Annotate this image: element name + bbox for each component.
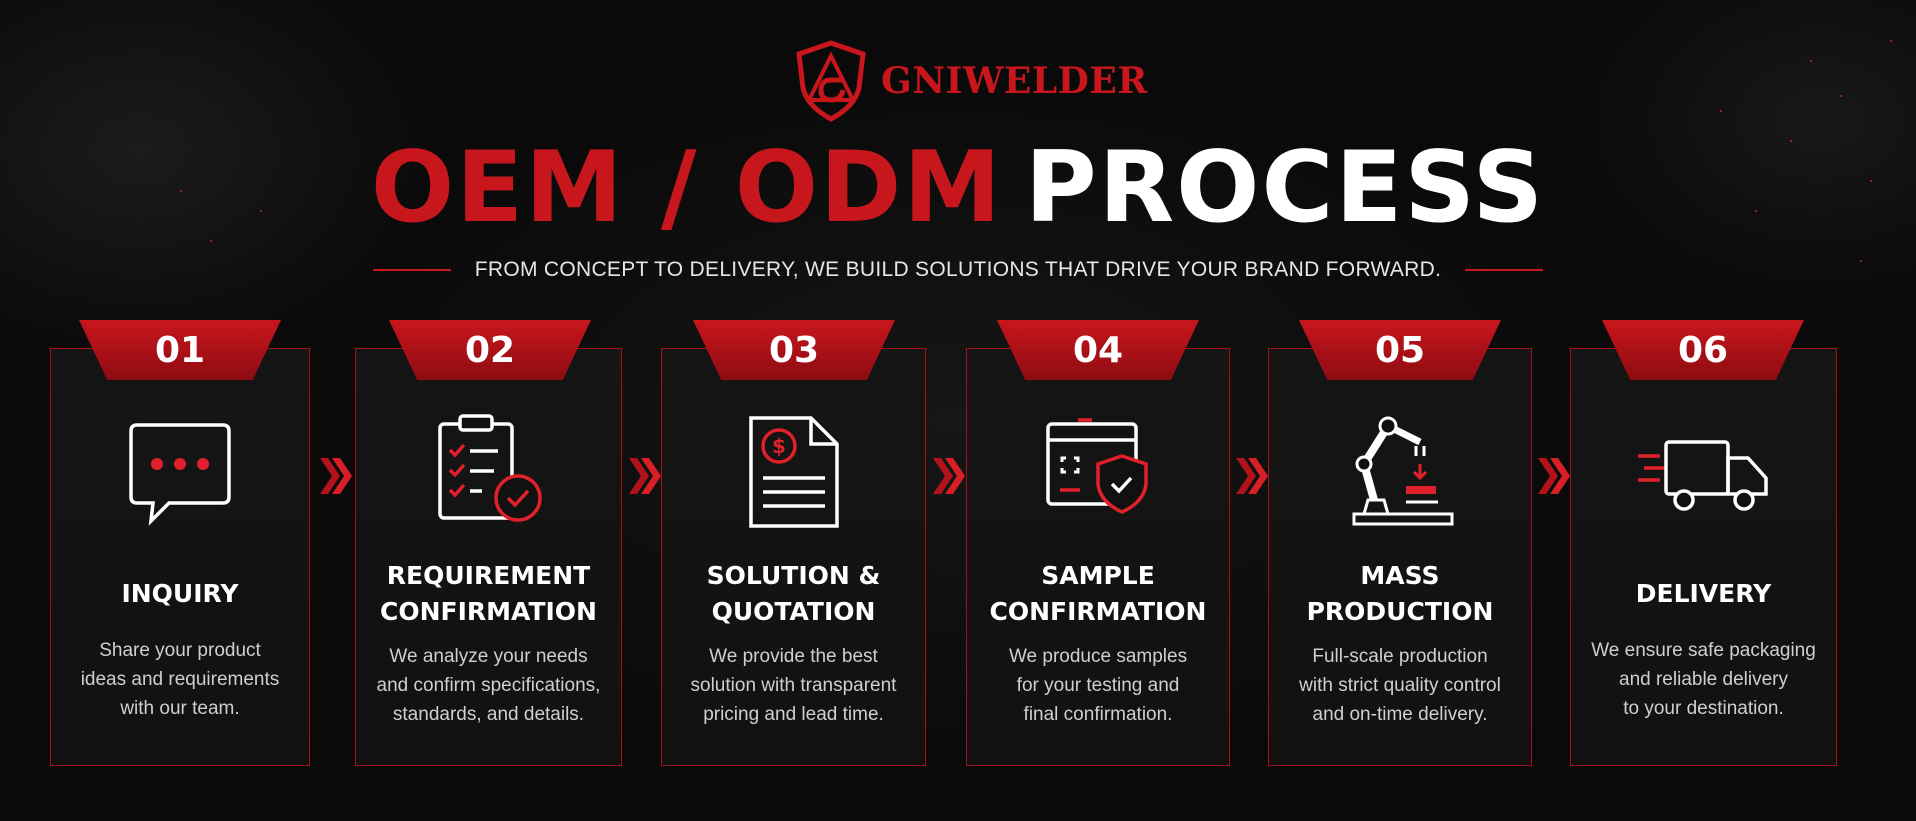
step-title-line: INQUIRY: [121, 579, 239, 608]
step-number-badge: 05: [1299, 320, 1501, 380]
step-card-inquiry: [50, 348, 310, 766]
step-desc-line: with our team.: [120, 698, 240, 719]
step-description: We analyze your needs and confirm specif…: [355, 642, 622, 729]
step-desc-line: We provide the best: [709, 646, 878, 667]
step-title: SOLUTION & QUOTATION: [661, 558, 926, 630]
title-accent: OEM / ODM: [370, 131, 1003, 245]
step-card-sample: [966, 348, 1230, 766]
subtitle-row: FROM CONCEPT TO DELIVERY, WE BUILD SOLUT…: [0, 258, 1916, 282]
step-card-delivery: [1570, 348, 1837, 766]
step-description: We provide the best solution with transp…: [661, 642, 926, 729]
step-desc-line: pricing and lead time.: [703, 704, 884, 725]
svg-text:$: $: [772, 434, 786, 458]
step-desc-line: solution with transparent: [690, 675, 897, 696]
subtitle-divider-left: [372, 269, 451, 271]
step-title-line: SOLUTION &: [706, 561, 881, 590]
subtitle-divider-right: [1465, 269, 1544, 271]
brand-name: GNIWELDER: [881, 60, 1148, 102]
step-title-line: DELIVERY: [1635, 579, 1772, 608]
step-title-line: MASS: [1360, 561, 1440, 590]
step-description: Full-scale production with strict qualit…: [1268, 642, 1532, 729]
step-card-mass-production: [1268, 348, 1532, 766]
step-desc-line: and reliable delivery: [1619, 669, 1788, 690]
step-title-line: CONFIRMATION: [989, 597, 1207, 626]
step-description: Share your product ideas and requirement…: [50, 636, 310, 723]
brand-logo: GNIWELDER: [795, 38, 1148, 124]
step-number-badge: 04: [997, 320, 1199, 380]
step-description: We ensure safe packaging and reliable de…: [1570, 636, 1837, 723]
step-desc-line: final confirmation.: [1023, 704, 1173, 725]
chevron-right-icon: [320, 458, 352, 494]
step-title: REQUIREMENT CONFIRMATION: [355, 558, 622, 630]
step-desc-line: standards, and details.: [392, 704, 585, 725]
step-title: INQUIRY: [50, 558, 310, 630]
step-title: MASS PRODUCTION: [1268, 558, 1532, 630]
step-title: SAMPLE CONFIRMATION: [966, 558, 1230, 630]
step-desc-line: Full-scale production: [1312, 646, 1488, 667]
step-desc-line: Share your product: [99, 640, 261, 661]
title-main: PROCESS: [1024, 131, 1546, 245]
chevron-right-icon: [1236, 458, 1268, 494]
step-desc-line: We produce samples: [1008, 646, 1188, 667]
subtitle: FROM CONCEPT TO DELIVERY, WE BUILD SOLUT…: [474, 258, 1442, 281]
sample-shield-icon: [1038, 412, 1158, 532]
step-desc-line: We analyze your needs: [389, 646, 588, 667]
chevron-right-icon: [1538, 458, 1570, 494]
step-number-badge: 01: [79, 320, 281, 380]
step-title: DELIVERY: [1570, 558, 1837, 630]
step-desc-line: We ensure safe packaging: [1591, 640, 1816, 661]
step-desc-line: and confirm specifications,: [376, 675, 601, 696]
step-desc-line: and on-time delivery.: [1312, 704, 1488, 725]
step-desc-line: with strict quality control: [1299, 675, 1501, 696]
step-number-badge: 06: [1602, 320, 1804, 380]
step-desc-line: for your testing and: [1016, 675, 1180, 696]
step-title-line: CONFIRMATION: [380, 597, 597, 626]
step-title-line: PRODUCTION: [1306, 597, 1494, 626]
checklist-clipboard-icon: [430, 412, 550, 532]
chevron-right-icon: [933, 458, 965, 494]
step-title-line: SAMPLE: [1041, 561, 1155, 590]
quote-document-icon: $: [734, 412, 854, 532]
step-desc-line: ideas and requirements: [80, 669, 280, 690]
shield-logo-icon: [796, 40, 866, 122]
step-description: We produce samples for your testing and …: [966, 642, 1230, 729]
chat-bubble-icon: [120, 412, 240, 532]
delivery-truck-icon: [1636, 412, 1770, 532]
step-number-badge: 03: [693, 320, 895, 380]
step-title-line: QUOTATION: [711, 597, 876, 626]
step-number-badge: 02: [389, 320, 591, 380]
step-title-line: REQUIREMENT: [386, 561, 591, 590]
chevron-right-icon: [629, 458, 661, 494]
robot-arm-icon: [1340, 412, 1460, 532]
step-desc-line: to your destination.: [1623, 698, 1784, 719]
